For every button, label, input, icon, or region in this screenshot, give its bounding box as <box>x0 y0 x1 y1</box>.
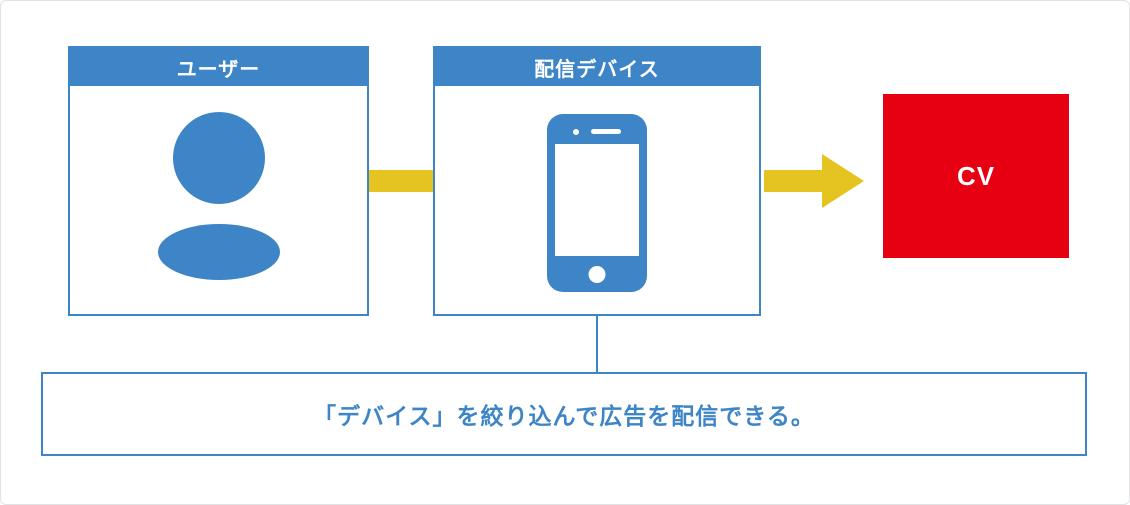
device-box-body <box>435 86 759 314</box>
user-device-connector <box>369 170 433 192</box>
arrow-head <box>822 154 864 208</box>
caption-box: 「デバイス」を絞り込んで広告を配信できる。 <box>41 372 1087 456</box>
user-box-header: ユーザー <box>70 48 367 86</box>
caption-text: 「デバイス」を絞り込んで広告を配信できる。 <box>313 403 815 429</box>
person-icon <box>157 112 281 280</box>
smartphone-icon <box>547 114 647 292</box>
cv-label: CV <box>956 160 996 191</box>
person-head-shape <box>172 112 265 204</box>
device-cv-arrow <box>764 154 864 208</box>
phone-screen <box>555 144 639 256</box>
device-caption-connector <box>596 316 598 372</box>
phone-home-button <box>588 266 606 283</box>
cv-box: CV <box>883 94 1069 258</box>
phone-camera-dot <box>573 129 579 135</box>
phone-speaker-bar <box>591 129 621 134</box>
device-box-header: 配信デバイス <box>435 48 759 86</box>
person-torso-shape <box>157 224 280 280</box>
user-box-body <box>70 86 367 314</box>
user-box: ユーザー <box>68 46 369 316</box>
arrow-shaft <box>764 170 824 192</box>
device-box: 配信デバイス <box>433 46 761 316</box>
